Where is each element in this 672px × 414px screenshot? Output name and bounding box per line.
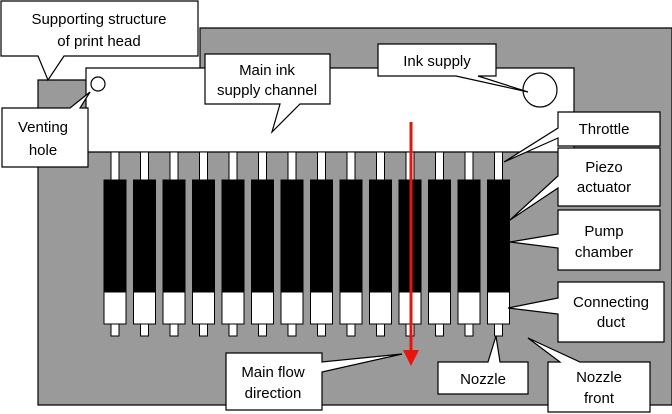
- connecting-duct: [428, 291, 451, 325]
- label-venting-hole-2: hole: [29, 142, 57, 159]
- venting-hole: [90, 76, 106, 92]
- label-main-ink-supply-channel-1: Main ink: [239, 62, 295, 79]
- connecting-duct: [457, 291, 481, 325]
- nozzle-outlet: [140, 323, 149, 337]
- nozzle-outlet: [228, 323, 238, 337]
- nozzle-outlet: [287, 323, 297, 337]
- throttle-channel: [435, 151, 444, 181]
- piezo-actuator-block: [369, 179, 392, 293]
- label-connecting-duct-2: duct: [597, 314, 626, 331]
- callout-main-ink-supply-channel: Main ink supply channel: [204, 53, 331, 135]
- label-main-ink-supply-channel-2: supply channel: [217, 82, 317, 99]
- throttle-channel: [287, 151, 297, 181]
- label-main-flow-direction-2: direction: [245, 385, 302, 402]
- connecting-duct: [310, 291, 333, 325]
- nozzle-outlet: [346, 323, 356, 337]
- nozzle-outlet: [258, 323, 267, 337]
- nozzle-outlet: [110, 323, 120, 337]
- throttle-channel: [228, 151, 238, 181]
- piezo-actuator-block: [310, 179, 333, 293]
- connecting-duct: [339, 291, 363, 325]
- throttle-channel: [376, 151, 385, 181]
- label-main-flow-direction-1: Main flow: [241, 364, 305, 381]
- callout-throttle: Throttle: [503, 111, 661, 163]
- piezo-actuator-block: [487, 179, 510, 293]
- label-piezo-actuator-1: Piezo: [585, 159, 623, 176]
- piezo-actuator-block: [251, 179, 274, 293]
- throttle-channel: [317, 151, 326, 181]
- throttle-channel: [464, 151, 474, 181]
- callout-pump-chamber: Pump chamber: [509, 209, 661, 271]
- callout-connecting-duct: Connecting duct: [507, 281, 665, 343]
- label-ink-supply: Ink supply: [403, 53, 471, 70]
- nozzle-outlet: [169, 323, 179, 337]
- callout-supporting-structure: Supporting structure of print head: [0, 0, 199, 82]
- label-connecting-duct-1: Connecting: [573, 294, 649, 311]
- connecting-duct: [221, 291, 245, 325]
- main-flow-arrow: [403, 122, 419, 366]
- throttle-channel: [199, 151, 208, 181]
- nozzle-outlet: [435, 323, 444, 337]
- callout-ink-supply: Ink supply: [377, 43, 529, 93]
- connecting-duct: [192, 291, 215, 325]
- label-supporting-structure-1: Supporting structure: [31, 11, 166, 28]
- label-throttle: Throttle: [579, 121, 630, 138]
- label-nozzle: Nozzle: [460, 371, 506, 388]
- throttle-channel: [258, 151, 267, 181]
- piezo-actuator-block: [428, 179, 451, 293]
- nozzle-outlet: [317, 323, 326, 337]
- label-nozzle-front-2: front: [584, 390, 615, 407]
- label-pump-chamber-2: chamber: [575, 244, 633, 261]
- piezo-actuator-block: [221, 179, 245, 293]
- throttle-channel: [169, 151, 179, 181]
- callout-nozzle: Nozzle: [437, 335, 529, 395]
- connecting-duct: [103, 291, 127, 325]
- label-piezo-actuator-2: actuator: [577, 179, 631, 196]
- piezo-actuator-block: [133, 179, 156, 293]
- label-nozzle-front-1: Nozzle: [576, 369, 622, 386]
- throttle-channel: [346, 151, 356, 181]
- connecting-duct: [251, 291, 274, 325]
- piezo-actuator-block: [339, 179, 363, 293]
- callout-main-flow-direction: Main flow direction: [225, 352, 403, 411]
- ink-supply-opening: [522, 72, 558, 108]
- nozzle-outlet: [376, 323, 385, 337]
- connecting-duct: [162, 291, 186, 325]
- connecting-duct: [133, 291, 156, 325]
- connecting-duct: [369, 291, 392, 325]
- piezo-actuator-block: [280, 179, 304, 293]
- piezo-actuator-block: [103, 179, 127, 293]
- piezo-actuator-block: [192, 179, 215, 293]
- label-supporting-structure-2: of print head: [57, 33, 140, 50]
- piezo-actuator-block: [457, 179, 481, 293]
- nozzle-outlet: [199, 323, 208, 337]
- piezo-actuator-block: [162, 179, 186, 293]
- connecting-duct: [280, 291, 304, 325]
- callout-nozzle-front: Nozzle front: [527, 337, 651, 413]
- callout-venting-hole: Venting hole: [1, 91, 91, 168]
- callout-piezo-actuator: Piezo actuator: [509, 147, 661, 221]
- label-venting-hole-1: Venting: [18, 119, 68, 136]
- throttle-channel: [494, 151, 503, 181]
- label-pump-chamber-1: Pump: [584, 223, 623, 240]
- throttle-channel: [140, 151, 149, 181]
- connecting-duct: [487, 291, 510, 325]
- throttle-channel: [110, 151, 120, 181]
- nozzle-outlet: [464, 323, 474, 337]
- nozzle-outlet: [494, 323, 503, 337]
